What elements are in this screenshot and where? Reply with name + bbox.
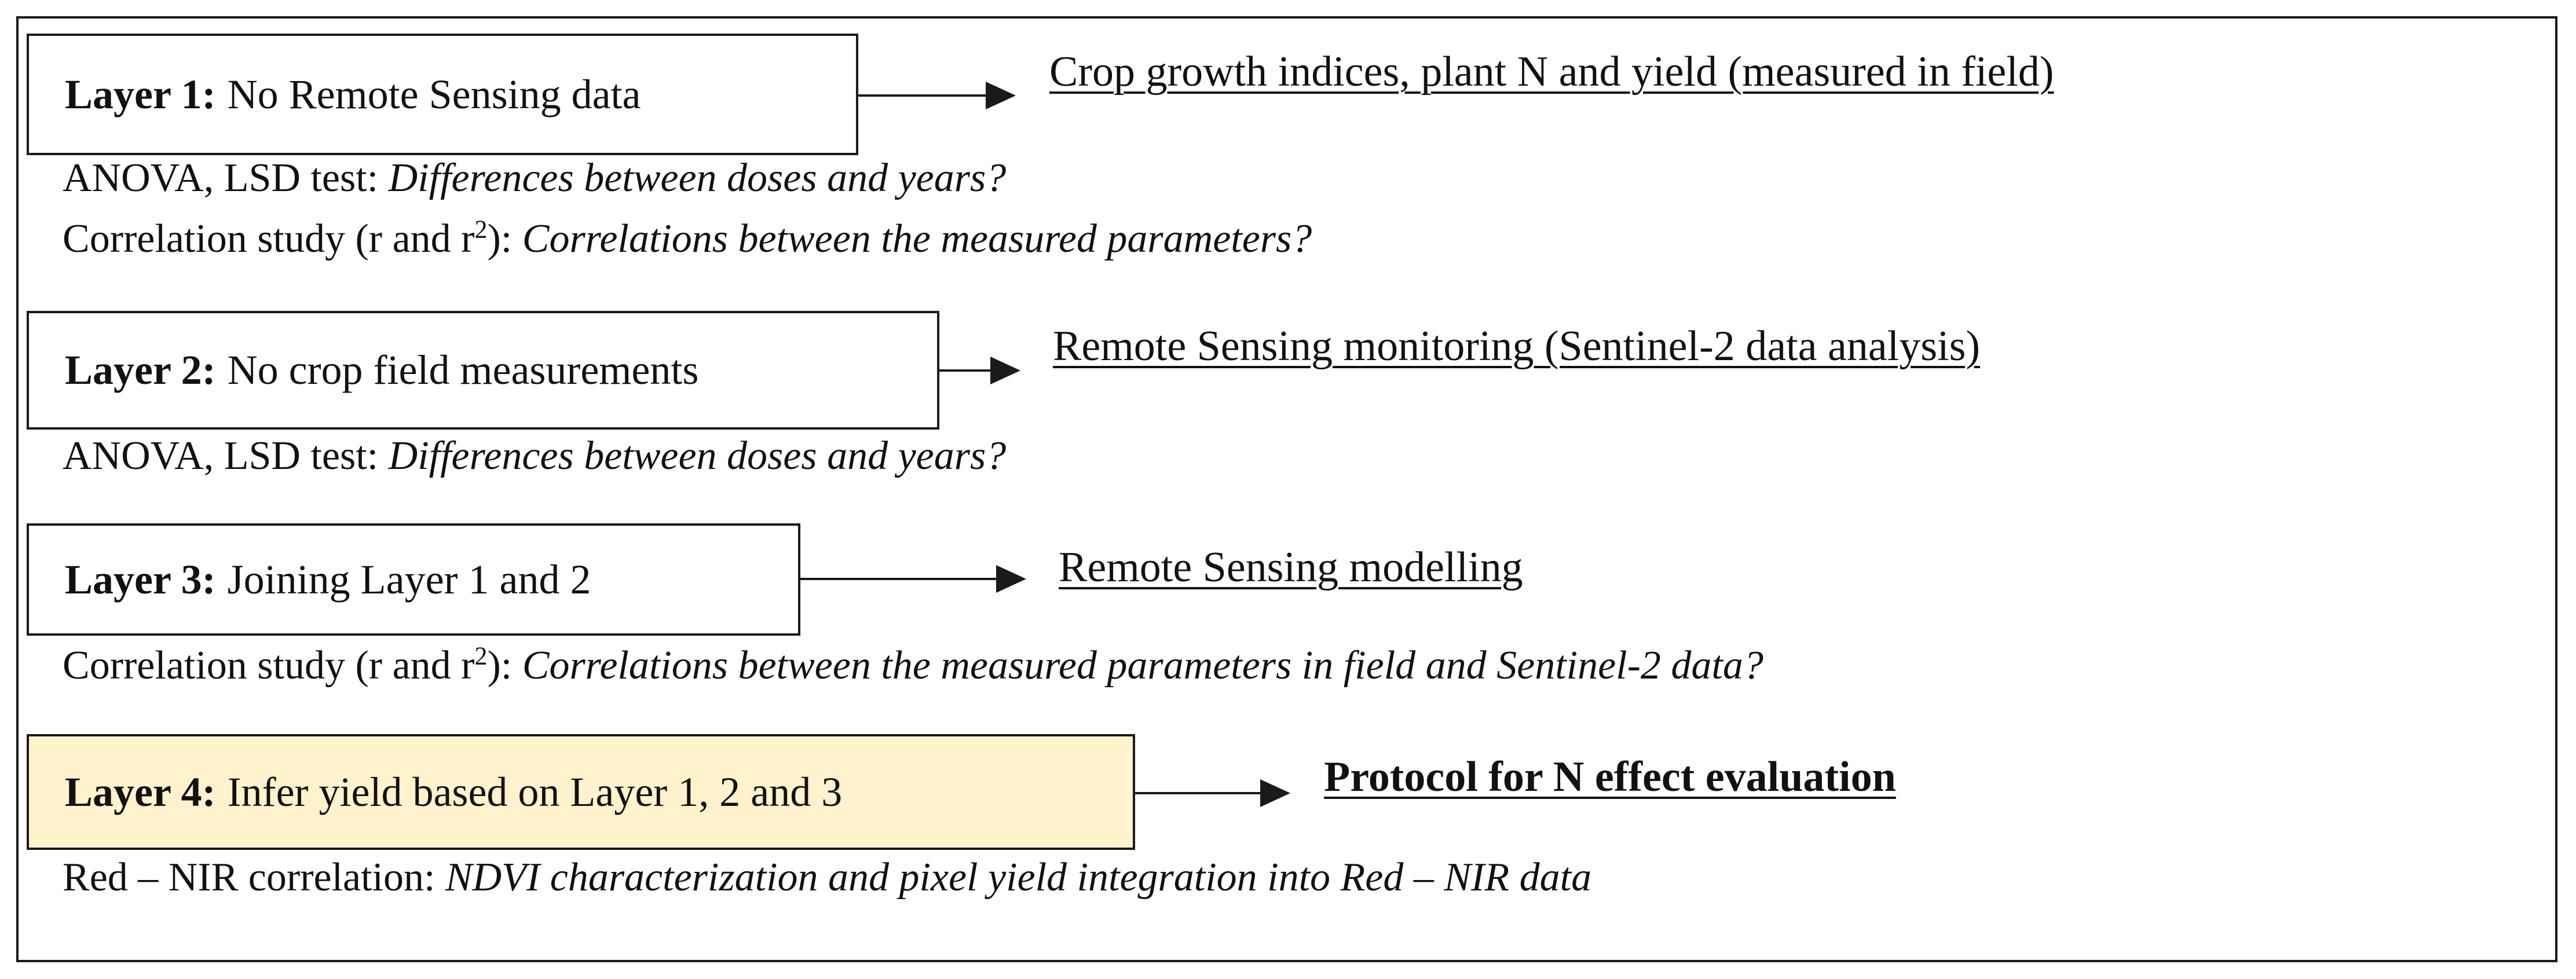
analysis-question: Differences between doses and years?: [388, 156, 1007, 200]
analysis-question: Correlations between the measured parame…: [522, 217, 1312, 261]
layer-1-box: Layer 1: No Remote Sensing data: [27, 34, 858, 155]
analysis-method-post: ):: [487, 643, 513, 688]
analysis-method: ANOVA, LSD test:: [63, 434, 379, 478]
layer-1-outcome: Crop growth indices, plant N and yield (…: [1049, 48, 2054, 96]
analysis-method-pre: Correlation study (r and r: [63, 217, 475, 261]
analysis-method-pre: Correlation study (r and r: [63, 643, 475, 688]
layer-3-description: Joining Layer 1 and 2: [227, 556, 591, 603]
analysis-question: Differences between doses and years?: [388, 434, 1007, 478]
analysis-question: NDVI characterization and pixel yield in…: [445, 855, 1592, 900]
layer-2-outcome: Remote Sensing monitoring (Sentinel-2 da…: [1053, 322, 1981, 370]
layer-1-label: Layer 1:: [65, 71, 216, 118]
analysis-method: Red – NIR correlation:: [63, 855, 436, 900]
analysis-method: ANOVA, LSD test:: [63, 156, 379, 200]
layer-2-arrow: [939, 357, 1020, 384]
layer-4-description: Infer yield based on Layer 1, 2 and 3: [227, 768, 843, 815]
layer-4-arrow: [1135, 779, 1290, 807]
layer-1-analysis-anova: ANOVA, LSD test: Differences between dos…: [63, 155, 1006, 201]
layer-3-arrow: [800, 565, 1026, 593]
diagram-frame: [16, 16, 2557, 962]
layer-3-outcome: Remote Sensing modelling: [1059, 544, 1523, 591]
analysis-method-post: ):: [487, 217, 513, 261]
layer-2-description: No crop field measurements: [227, 347, 699, 393]
layer-1-arrow: [858, 82, 1016, 109]
layer-3-label: Layer 3:: [65, 556, 216, 603]
layer-3-box: Layer 3: Joining Layer 1 and 2: [27, 523, 800, 636]
layer-3-analysis-correlation: Correlation study (r and r2): Correlatio…: [63, 643, 1763, 689]
layer-2-analysis-anova: ANOVA, LSD test: Differences between dos…: [63, 433, 1006, 479]
layer-1-analysis-correlation: Correlation study (r and r2): Correlatio…: [63, 216, 1312, 262]
layer-2-label: Layer 2:: [65, 347, 216, 393]
layer-4-label: Layer 4:: [65, 768, 216, 815]
analysis-question: Correlations between the measured parame…: [522, 643, 1763, 688]
layer-4-outcome: Protocol for N effect evaluation: [1324, 753, 1896, 801]
analysis-superscript: 2: [474, 215, 488, 244]
layer-4-box: Layer 4: Infer yield based on Layer 1, 2…: [27, 734, 1135, 850]
layer-1-description: No Remote Sensing data: [227, 71, 641, 118]
layer-4-analysis-correlation: Red – NIR correlation: NDVI characteriza…: [63, 855, 1591, 901]
analysis-superscript: 2: [474, 641, 488, 670]
layer-2-box: Layer 2: No crop field measurements: [27, 311, 939, 430]
